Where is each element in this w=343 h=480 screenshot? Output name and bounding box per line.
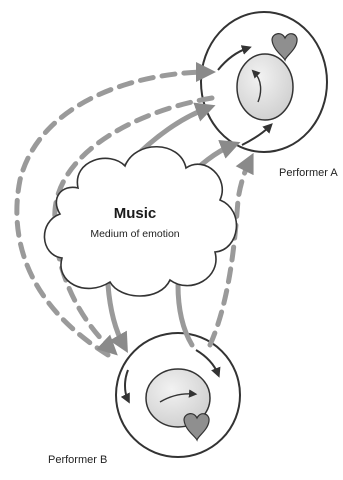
music-cloud: Music Medium of emotion [43, 146, 238, 297]
music-cloud-subtitle: Medium of emotion [90, 228, 179, 240]
heart-icon [183, 413, 210, 442]
music-cloud-shape [43, 146, 238, 297]
dashed-arrow-b-to-a-left [14, 62, 216, 358]
arc-arrow-icon [251, 69, 262, 103]
arc-arrow-icon [159, 389, 198, 403]
heart-icon [271, 33, 298, 62]
performer-b-loop-arrow-right [195, 349, 221, 378]
dashed-arrow-b-to-a-right [207, 152, 254, 348]
performer-a-loop-arrow-bottom [241, 123, 273, 146]
performer-b [120, 349, 221, 442]
performer-b-inner-circle [145, 368, 211, 428]
dashed-arrow-a-to-b-left [52, 95, 215, 356]
music-cloud-title: Music [114, 205, 157, 222]
solid-arrow-cloud-to-b-2 [175, 282, 195, 348]
performer-a-label: Performer A [279, 167, 338, 179]
performer-a-inner-circle [236, 53, 294, 121]
performer-b-label: Performer B [48, 454, 107, 466]
performer-b-loop-arrow-left [120, 369, 130, 404]
performer-a-loop-arrow-top [217, 45, 252, 71]
performer-a [217, 33, 298, 146]
solid-arrow-cloud-to-b-1 [105, 282, 128, 353]
